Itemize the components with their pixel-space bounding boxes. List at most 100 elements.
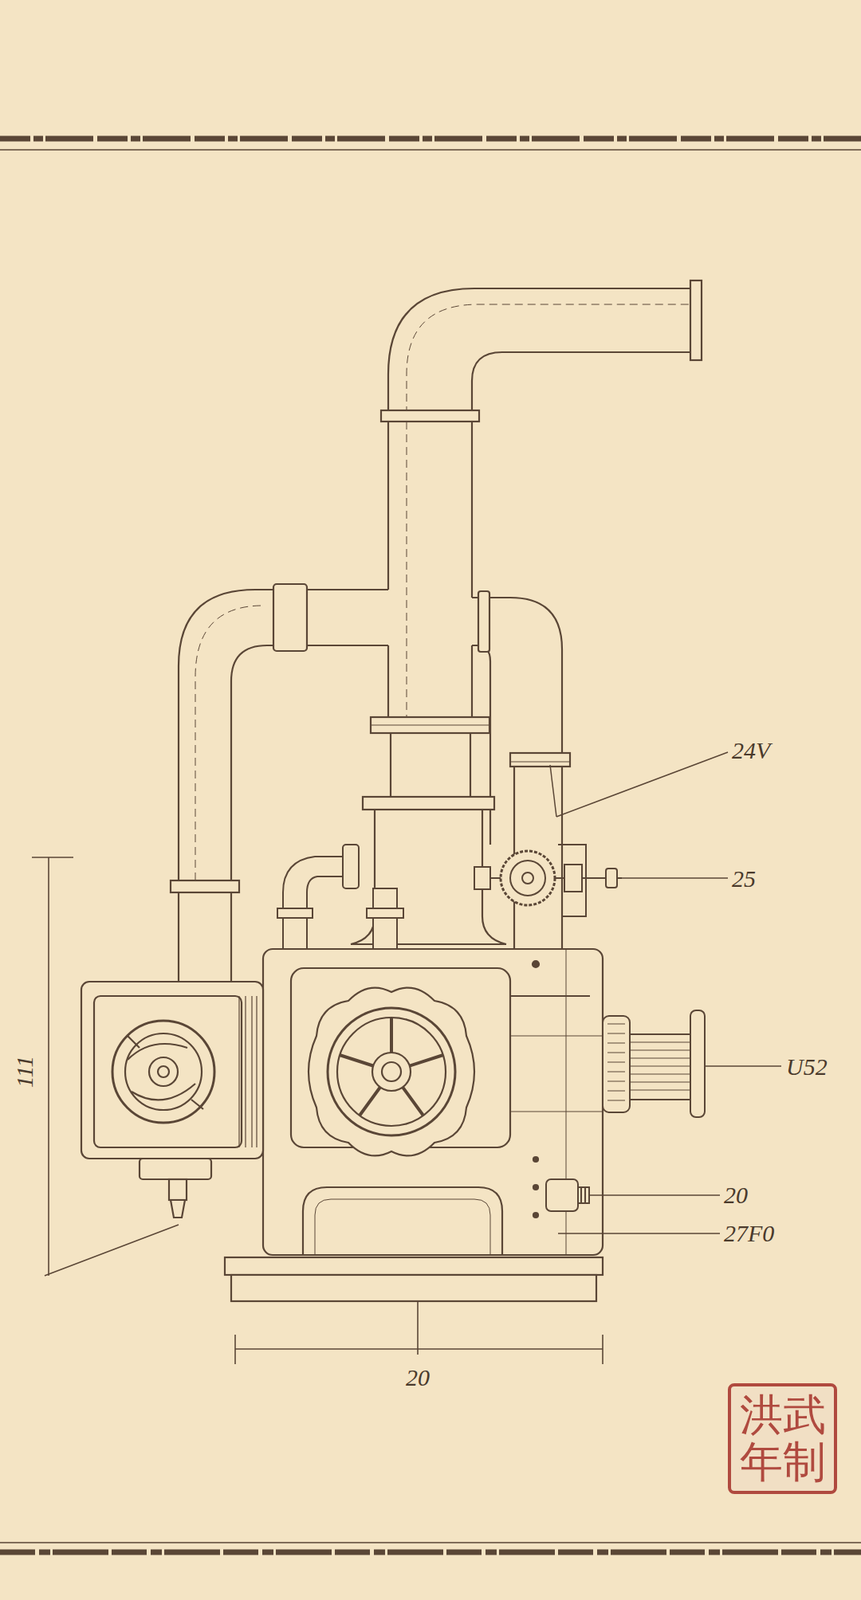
valve-part (510, 861, 546, 897)
motor-box-part (81, 982, 264, 1160)
motor-box-part (169, 1179, 187, 1201)
motor-box-part (239, 996, 257, 1148)
callout-number: 25 (730, 865, 758, 893)
pipework-part (370, 725, 490, 727)
leader-lines-part (618, 877, 728, 880)
side-fitting-part (580, 1187, 582, 1204)
pump-housing-part (339, 1018, 444, 1117)
small-tubes-part (277, 908, 313, 919)
leader-lines-part (589, 1195, 720, 1197)
pipework-part (478, 591, 490, 653)
valve-part (558, 845, 586, 917)
small-tubes-part (366, 908, 404, 919)
pump-housing-part (533, 1185, 539, 1191)
pipework-part (381, 410, 480, 422)
dimension-lines-part (416, 1301, 419, 1356)
pump-housing-part (510, 995, 590, 998)
pipework-part (471, 645, 473, 718)
sheet-border-part (0, 1550, 861, 1557)
valve (474, 845, 622, 917)
side-fitting-part (577, 1187, 590, 1204)
pump-housing (224, 949, 603, 1302)
pipework-part (690, 280, 702, 361)
pipework-part (388, 288, 691, 415)
dimension-lines-part (47, 857, 50, 1277)
pulley-part (602, 1016, 630, 1113)
valve-part (474, 867, 491, 890)
leader-lines-part (550, 765, 557, 818)
sheet-border-part (0, 136, 861, 142)
pipework-part (469, 733, 472, 798)
pipework-part (387, 421, 390, 590)
leader-lines-part (556, 752, 728, 818)
callout-number: 20 (722, 1182, 750, 1209)
pump-housing-part (314, 1199, 491, 1256)
small-tubes-part (283, 857, 351, 957)
motor-box (81, 982, 264, 1219)
callout-number: 24V (730, 737, 772, 764)
dimension-text: 20 (404, 1364, 432, 1392)
side-fitting-part (546, 1179, 578, 1212)
sheet-border (0, 138, 861, 1553)
pipework-part (510, 762, 571, 763)
pipework-part (471, 352, 691, 415)
pipework-part (389, 733, 392, 798)
sheet-border-part (0, 1542, 861, 1545)
valve-part (500, 851, 555, 906)
pipework-part (561, 766, 563, 950)
dimension-text: 111 (11, 1054, 38, 1091)
pipework-part (471, 645, 491, 754)
pump-housing-part (337, 1018, 446, 1127)
pulley-part (629, 1034, 692, 1101)
sheet-border-part (0, 149, 861, 151)
pipework-part (170, 880, 240, 893)
pump-housing-part (532, 961, 539, 968)
motor-box-part (127, 1036, 204, 1110)
small-tubes-part (342, 845, 359, 889)
leader-lines (550, 752, 782, 1235)
dimension-lines (31, 857, 603, 1365)
motor-box-part (157, 1066, 170, 1078)
callout-number: 27F0 (722, 1220, 776, 1247)
pulley-part (690, 1010, 705, 1118)
dimension-lines-part (235, 1348, 603, 1351)
pipework-part (406, 304, 691, 415)
dimension-lines-part (44, 1225, 179, 1277)
pump-housing-part (533, 1157, 539, 1163)
pump-housing-part (327, 1008, 456, 1137)
leader-lines-part (704, 1065, 782, 1068)
pump-housing-part (510, 1112, 603, 1113)
pump-housing-part (381, 1062, 402, 1082)
dimension-lines-part (234, 1335, 236, 1365)
dimension-lines-part (601, 1335, 604, 1365)
pump-housing-part (510, 1036, 603, 1038)
pipework-part (230, 892, 232, 983)
side-fitting-part (584, 1187, 586, 1204)
callout-number: U52 (784, 1053, 830, 1081)
pump-housing-part (372, 1053, 411, 1092)
pulley-part (629, 1042, 692, 1091)
motor-box-part (149, 1057, 178, 1087)
pump-housing-part (302, 1187, 503, 1256)
pipework-part (362, 797, 495, 810)
pipework-part (370, 717, 490, 734)
pipework-part (406, 421, 408, 718)
motor-box-part (170, 1200, 185, 1219)
pipework-part (231, 645, 389, 881)
pulley (602, 1010, 705, 1118)
pipework-part (510, 753, 571, 767)
pipework-part (273, 584, 307, 652)
dimension-lines-part (31, 857, 74, 859)
pump-housing-part (533, 1213, 539, 1219)
pulley-part (607, 1024, 626, 1101)
side-fitting (546, 1179, 590, 1212)
pipework-part (177, 892, 180, 983)
motor-box-part (94, 996, 242, 1148)
pump-housing-part (308, 988, 475, 1157)
pump-housing-part (263, 949, 603, 1256)
motor-box-part (112, 1021, 215, 1124)
seal-stamp: 洪武年制 (727, 1383, 838, 1495)
pipework (170, 280, 702, 983)
